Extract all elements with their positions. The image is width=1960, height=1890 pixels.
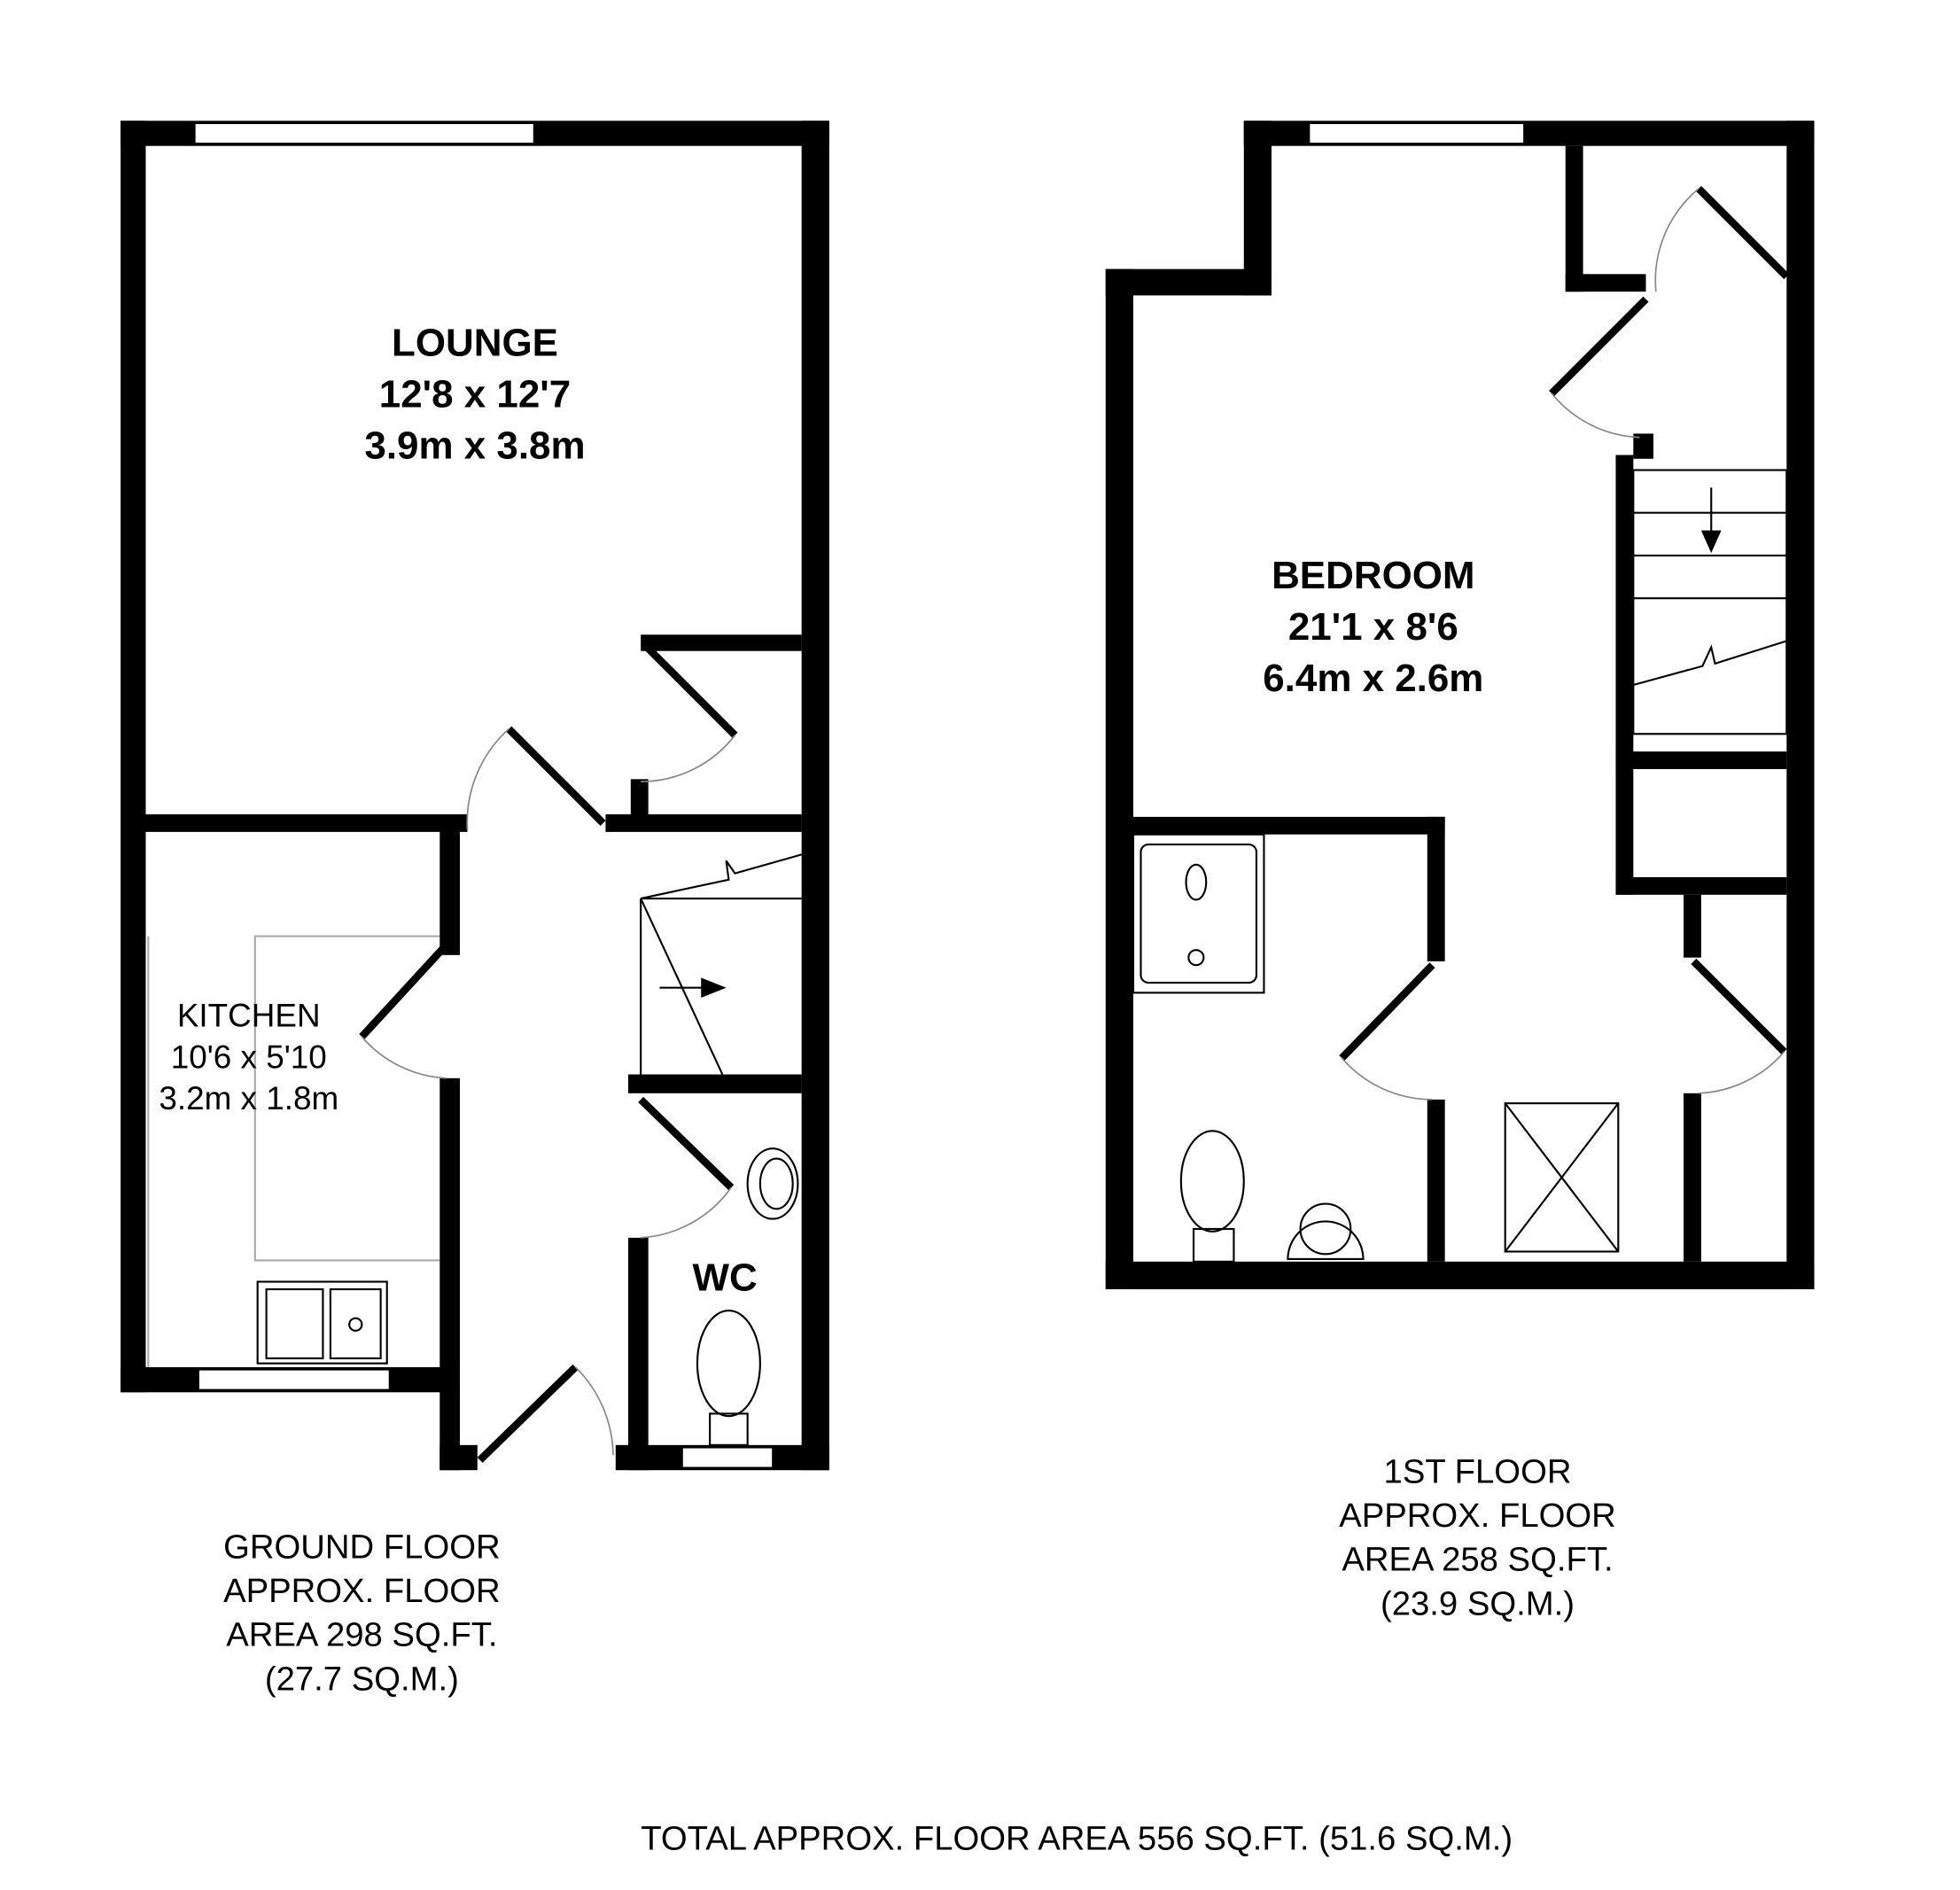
staircase [640, 853, 802, 1075]
svg-text:12'8 x 12'7: 12'8 x 12'7 [379, 373, 571, 416]
svg-text:AREA 298 SQ.FT.: AREA 298 SQ.FT. [226, 1616, 497, 1654]
svg-text:KITCHEN: KITCHEN [177, 998, 321, 1034]
svg-text:21'1 x 8'6: 21'1 x 8'6 [1288, 605, 1458, 649]
ground-floor-area: GROUND FLOOR APPROX. FLOOR AREA 298 SQ.F… [223, 1528, 501, 1698]
toilet-icon [1179, 1130, 1245, 1263]
svg-text:6.4m x 2.6m: 6.4m x 2.6m [1263, 657, 1483, 700]
svg-text:LOUNGE: LOUNGE [392, 321, 558, 364]
window [1308, 122, 1525, 144]
svg-text:(23.9 SQ.M.): (23.9 SQ.M.) [1381, 1584, 1575, 1622]
ground-floor-plan: LOUNGE 12'8 x 12'7 3.9m x 3.8m KITCHEN 1… [121, 121, 829, 1698]
room-label-wc: WC [693, 1256, 758, 1299]
room-label-kitchen: KITCHEN 10'6 x 5'10 3.2m x 1.8m [159, 998, 338, 1117]
kitchen-sink-icon [256, 1280, 388, 1365]
svg-text:10'6 x 5'10: 10'6 x 5'10 [171, 1038, 327, 1075]
svg-text:AREA 258 SQ.FT.: AREA 258 SQ.FT. [1342, 1541, 1613, 1579]
svg-text:APPROX. FLOOR: APPROX. FLOOR [1339, 1497, 1616, 1535]
room-label-bedroom: BEDROOM 21'1 x 8'6 6.4m x 2.6m [1263, 554, 1483, 700]
window [193, 122, 535, 144]
wash-basin-icon [1287, 1202, 1365, 1261]
arrow-icon [1700, 530, 1722, 554]
svg-text:APPROX. FLOOR: APPROX. FLOOR [223, 1572, 501, 1610]
first-floor-plan: BEDROOM 21'1 x 8'6 6.4m x 2.6m 1ST FLOOR… [1105, 121, 1815, 1622]
svg-text:BEDROOM: BEDROOM [1272, 554, 1474, 597]
arrow-icon [701, 977, 727, 999]
total-floor-area: TOTAL APPROX. FLOOR AREA 556 SQ.FT. (51.… [641, 1819, 1513, 1857]
loft-hatch-icon [1504, 1102, 1620, 1253]
shower-tray-icon [1132, 833, 1265, 994]
toilet-icon [696, 1310, 761, 1446]
first-floor-area: 1ST FLOOR APPROX. FLOOR AREA 258 SQ.FT. … [1339, 1452, 1616, 1622]
window [198, 1368, 391, 1391]
wash-basin-icon [746, 1147, 799, 1220]
svg-text:(27.7 SQ.M.): (27.7 SQ.M.) [265, 1660, 459, 1698]
staircase [1632, 469, 1788, 735]
room-label-lounge: LOUNGE 12'8 x 12'7 3.9m x 3.8m [364, 321, 585, 467]
window [681, 1446, 774, 1469]
svg-text:GROUND FLOOR: GROUND FLOOR [223, 1528, 501, 1566]
svg-text:3.9m x 3.8m: 3.9m x 3.8m [364, 424, 585, 468]
svg-text:1ST FLOOR: 1ST FLOOR [1384, 1452, 1572, 1490]
svg-text:3.2m x 1.8m: 3.2m x 1.8m [159, 1080, 338, 1116]
